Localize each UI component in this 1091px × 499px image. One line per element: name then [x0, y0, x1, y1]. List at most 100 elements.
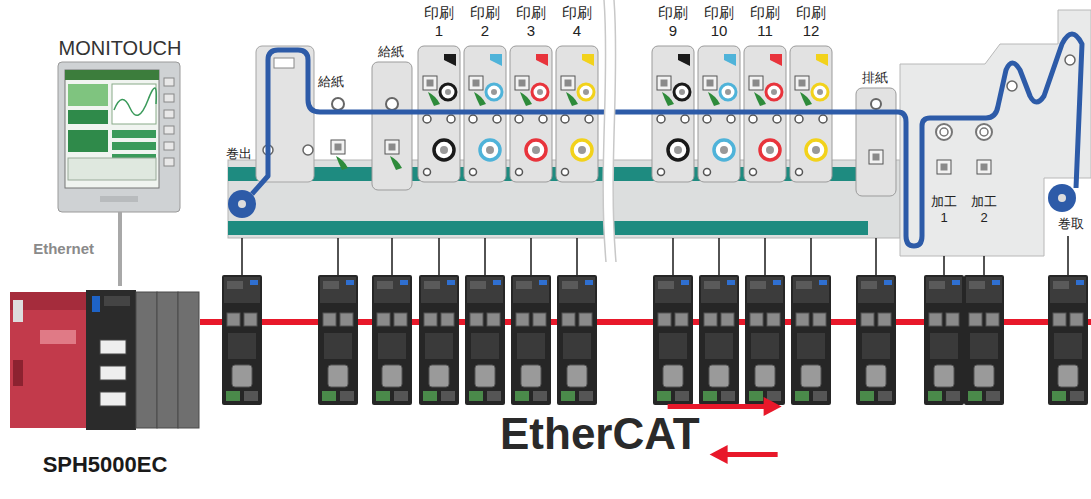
- unit-label: 排紙: [862, 70, 888, 86]
- machine-frame: [331, 140, 345, 154]
- machine-frame: [940, 128, 948, 136]
- touch-panel: [68, 130, 108, 152]
- plc-rack: [100, 392, 126, 406]
- machine-frame: [856, 88, 896, 196]
- machine-frame: [256, 46, 314, 182]
- servo-drives: [372, 275, 412, 405]
- servo-drives: [653, 275, 693, 405]
- machine-frame: [228, 221, 868, 235]
- logo-arrows: [724, 452, 778, 457]
- drive-wire: [1067, 236, 1069, 275]
- machine-frame: [390, 156, 402, 170]
- plc-rack: [10, 292, 90, 428]
- network-label: Ethernet: [33, 240, 94, 258]
- drive-wire: [337, 238, 339, 275]
- touch-panel: [114, 88, 156, 115]
- break-mark: [603, 0, 616, 262]
- touch-panel: [164, 158, 174, 166]
- servo-drives: [222, 275, 1088, 405]
- servo-drives: [964, 275, 1004, 405]
- plc-rack: [100, 340, 126, 354]
- drive-wire: [875, 238, 877, 275]
- paper-web: [252, 34, 1082, 246]
- servo-drives: [1048, 275, 1088, 405]
- break-mark: [603, 0, 616, 262]
- plc-rack: [157, 292, 178, 428]
- drive-wire: [810, 238, 812, 275]
- device-name: SPH5000EC: [43, 452, 168, 478]
- touch-panel: [164, 142, 174, 150]
- machine-frame: [389, 144, 396, 151]
- machine-frame: [980, 128, 988, 136]
- unit-label: 印刷 10: [701, 4, 737, 40]
- touch-panel: [164, 126, 174, 134]
- machine-frame: [336, 156, 348, 170]
- machine-frame: [937, 160, 951, 174]
- machine-frame: [238, 200, 246, 208]
- unit-label: 印刷 11: [747, 4, 783, 40]
- drive-wire: [438, 238, 440, 275]
- drive-wire: [391, 238, 393, 275]
- plc-rack: [40, 330, 76, 344]
- servo-drives: [465, 275, 505, 405]
- machine-frame: [936, 124, 952, 140]
- logo-arrows: [710, 445, 728, 464]
- touch-panel: [112, 142, 156, 150]
- machine-frame: [335, 144, 342, 151]
- servo-drives: [791, 275, 831, 405]
- logo-arrows: [668, 404, 766, 409]
- unit-label: 印刷 12: [793, 4, 829, 40]
- break-mark: [603, 0, 606, 262]
- touch-panel: [65, 70, 159, 80]
- hmi-panel: MONITOUCH: [40, 34, 200, 212]
- plc-rack: [13, 300, 23, 322]
- machine-frame: [976, 124, 992, 140]
- brand-logo: EtherCAT: [500, 412, 700, 456]
- machine-frame: [869, 150, 883, 164]
- unit-label: 加工 2: [969, 194, 999, 225]
- servo-drives: [557, 275, 597, 405]
- unit-label: 給紙: [318, 74, 344, 90]
- touch-panel: [68, 84, 108, 106]
- machine-frame: [977, 160, 991, 174]
- machine-frame: [385, 140, 399, 154]
- drive-wire: [943, 256, 945, 275]
- drive-wire: [530, 238, 532, 275]
- touch-panel: [68, 110, 108, 124]
- touch-panel: [164, 78, 174, 86]
- unit-label: 巻取: [1058, 216, 1084, 232]
- servo-drives: [419, 275, 459, 405]
- touch-panel: [164, 110, 174, 118]
- servo-drives: [745, 275, 785, 405]
- plc-rack: [13, 360, 23, 386]
- logo-arrows: [764, 397, 782, 416]
- plc-rack: [10, 290, 199, 430]
- plc-rack: [92, 296, 100, 312]
- servo-drives: [222, 275, 262, 405]
- device-name: MONITOUCH: [59, 36, 182, 60]
- plc-rack: [86, 290, 136, 430]
- unit-label: 加工 1: [929, 194, 959, 225]
- drive-wire: [672, 238, 674, 275]
- unwind-roll: [228, 190, 256, 218]
- machine-frame: [303, 145, 313, 155]
- plc-controller: SPH5000EC: [8, 286, 202, 480]
- servo-drives: [511, 275, 551, 405]
- touch-panel: [58, 62, 180, 212]
- unit-label: 印刷 3: [513, 4, 549, 40]
- touch-panel: [112, 130, 156, 138]
- break-mark: [613, 0, 616, 262]
- machine-frame: [1058, 194, 1066, 202]
- drive-wire: [576, 238, 578, 275]
- touch-panel: [112, 84, 156, 124]
- servo-drives: [924, 275, 964, 405]
- plc-rack: [104, 296, 130, 306]
- machine-frame: [941, 164, 948, 171]
- machine-frame: [228, 10, 1091, 256]
- machine-frame: [386, 98, 398, 110]
- drive-wire: [242, 236, 1068, 275]
- drive-wire: [764, 238, 766, 275]
- drive-wire: [983, 256, 985, 275]
- machine-frame: [332, 98, 344, 110]
- machine-frame: [871, 99, 881, 109]
